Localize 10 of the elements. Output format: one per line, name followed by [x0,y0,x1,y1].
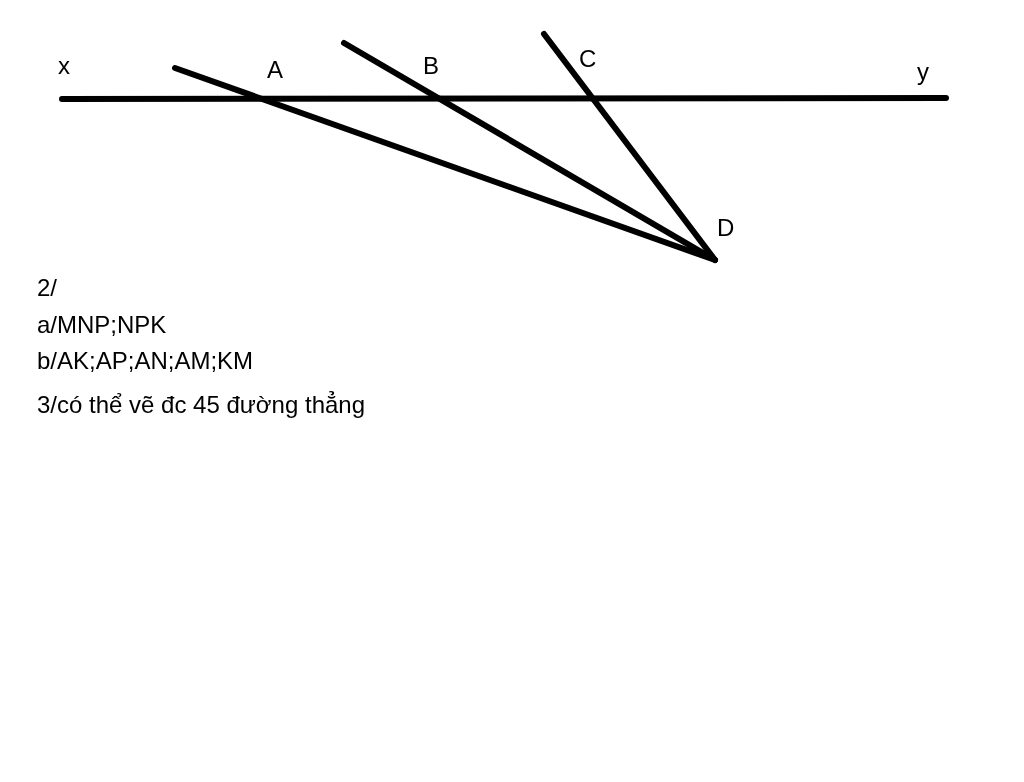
answer-text: 3/có thể vẽ đc 45 đường thẳng [37,391,366,419]
point-label: C [579,45,597,73]
answer-text: a/MNP;NPK [37,311,167,339]
line-end-label: y [917,58,929,86]
point-label: D [717,214,735,242]
point-label: A [267,56,283,84]
point-label: B [423,52,439,80]
line-end-label: x [58,52,70,80]
answer-text: b/AK;AP;AN;AM;KM [37,347,254,375]
exercise-number: 2/ [37,274,57,302]
